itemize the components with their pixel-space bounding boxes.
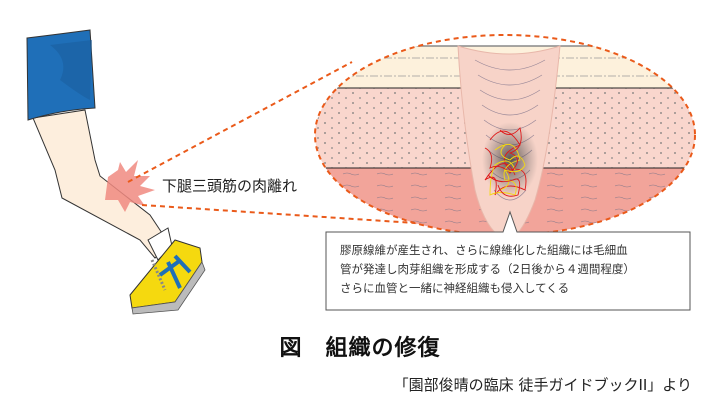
leg-illustration bbox=[26, 29, 206, 315]
callout-line: 管が発達し肉芽組織を形成する（2日後から４週間程度） bbox=[340, 262, 635, 276]
callout-line: 膠原線維が産生され、さらに線維化した組織には毛細血 bbox=[340, 243, 628, 257]
zoom-line-top bbox=[127, 61, 353, 183]
callout-text: 膠原線維が産生され、さらに線維化した組織には毛細血 管が発達し肉芽組織を形成する… bbox=[340, 241, 685, 298]
callout-line: さらに血管と一緒に神経組織も侵入してくる bbox=[340, 281, 570, 295]
magnified-view-outline bbox=[314, 34, 696, 236]
shoe bbox=[129, 239, 206, 315]
callout-box bbox=[325, 210, 691, 311]
injury-label: 下腿三頭筋の肉離れ bbox=[162, 177, 298, 195]
figure-title: 図 組織の修復 bbox=[279, 336, 441, 361]
pain-burst bbox=[105, 160, 155, 212]
source-citation: 「園部俊晴の臨床 徒手ガイドブックII」より bbox=[393, 376, 692, 394]
zoom-line-bottom bbox=[141, 204, 431, 225]
granulation-fibers bbox=[484, 127, 527, 197]
tissue-cross-section bbox=[315, 35, 695, 235]
